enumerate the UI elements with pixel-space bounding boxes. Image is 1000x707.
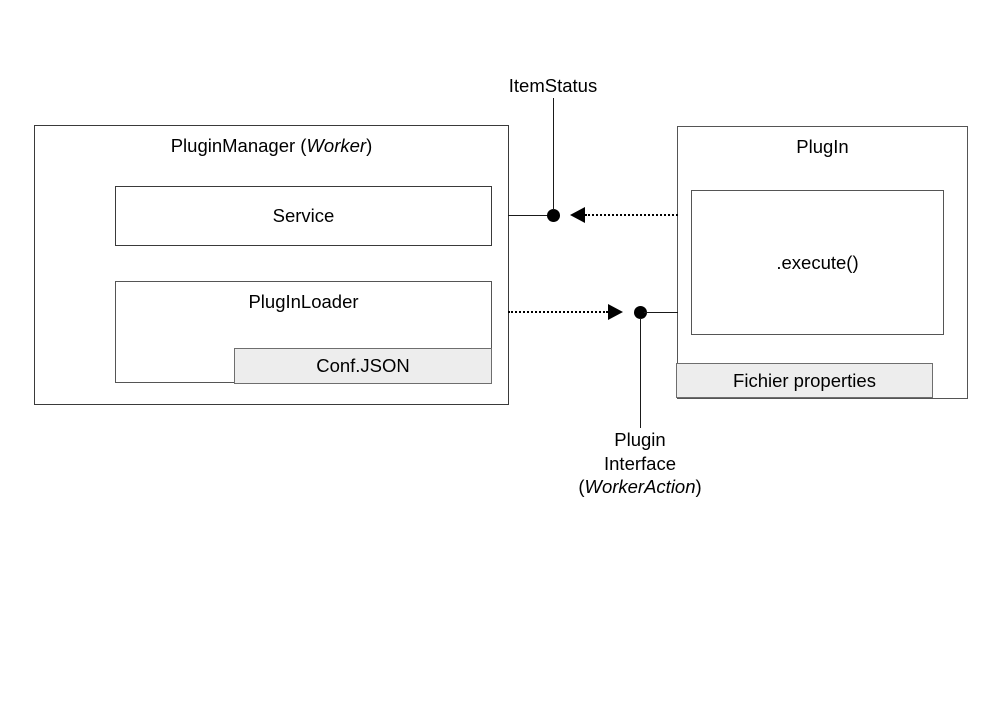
itemstatus-junction-dot [547, 209, 560, 222]
node-conf-json[interactable]: Conf.JSON [234, 348, 492, 384]
pluginloader-label: PlugInLoader [248, 291, 359, 312]
fichier-properties-label: Fichier properties [733, 369, 876, 391]
service-label: Service [272, 204, 335, 226]
plugin-interface-workeraction: WorkerAction [584, 476, 696, 498]
plugin-interface-paren-close: ) [695, 476, 702, 498]
node-execute[interactable]: .execute() [691, 190, 944, 335]
plugininterface-junction-dot [634, 306, 647, 319]
conf-json-label: Conf.JSON [316, 354, 410, 376]
plugininterface-dotted-line [508, 311, 608, 313]
plugin-interface-line-2: Interface [604, 452, 676, 474]
plugininterface-stub-line [644, 312, 678, 313]
itemstatus-dotted-line [585, 214, 678, 216]
plugin-manager-title-worker: Worker [306, 135, 367, 156]
node-service[interactable]: Service [115, 186, 492, 246]
plugin-title: PlugIn [796, 136, 849, 157]
connector-label-itemstatus: ItemStatus [508, 75, 598, 96]
execute-label: .execute() [776, 251, 859, 273]
plugin-manager-title-main: PluginManager ( [170, 135, 307, 156]
itemstatus-arrowhead-icon [570, 207, 585, 223]
plugin-interface-paren-open: ( [578, 476, 585, 498]
plugin-interface-line-1: Plugin [614, 429, 666, 450]
plugin-manager-title-tail: ) [366, 135, 373, 156]
plugin-manager-title: PluginManager (Worker) [35, 135, 508, 156]
plugin-interface-line-3: (WorkerAction) [540, 475, 740, 499]
plugininterface-leader-line [640, 318, 641, 428]
itemstatus-leader-line [553, 98, 554, 210]
plugininterface-arrowhead-icon [608, 304, 623, 320]
connector-label-plugin-interface: Plugin Interface (WorkerAction) [540, 428, 740, 499]
node-fichier-properties[interactable]: Fichier properties [676, 363, 933, 398]
itemstatus-stub-line [508, 215, 554, 216]
